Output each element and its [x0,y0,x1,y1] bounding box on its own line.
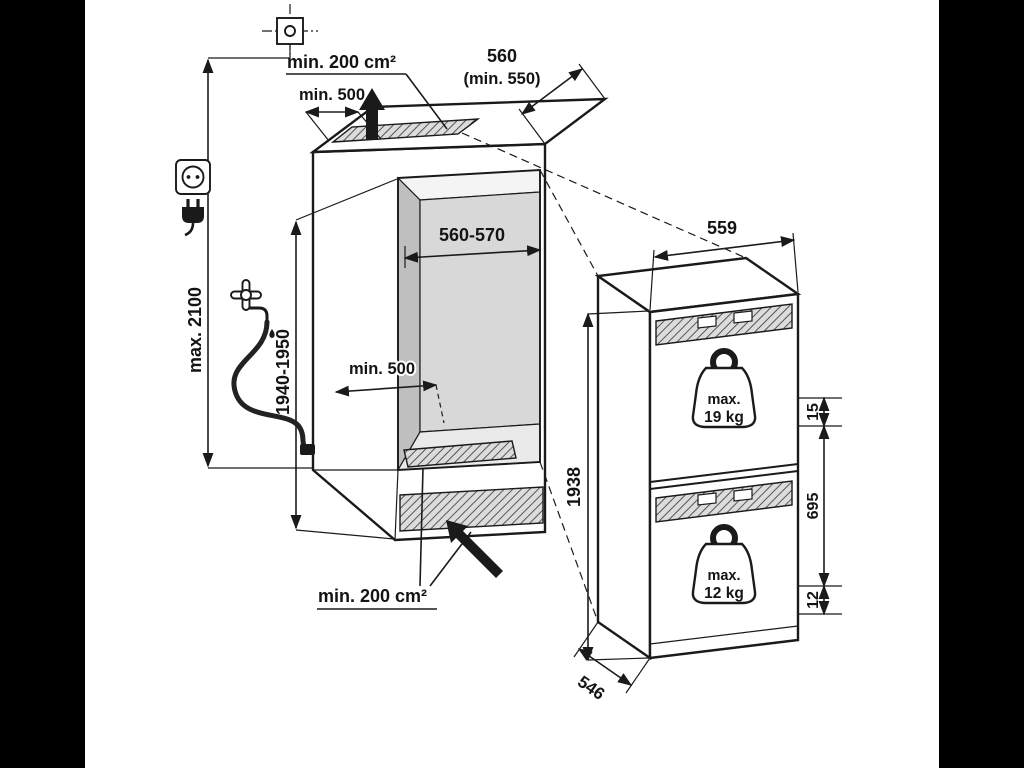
appliance-width-label: 559 [707,218,737,238]
dimension-top-clearance: min. 500 [299,86,382,142]
weight-icon-lower: max. 12 kg [691,524,757,605]
bottom-offset-label: 12 [805,591,822,609]
letterbox-right [939,0,1024,768]
dimension-appliance-height: 1938 [562,310,650,662]
bottom-vent-grille-floor [403,440,517,468]
appliance-left-side [596,273,652,661]
niche-depth-min: (min. 550) [463,70,540,88]
plinth-line [649,625,799,645]
weight-icon-upper: max. 19 kg [691,348,757,429]
interior-depth-label: min. 500 [349,360,415,378]
top-vent-label: min. 200 cm² [287,52,396,72]
mounting-bracket [697,315,717,329]
dimension-niche-depth: 560 (min. 550) [463,46,606,145]
top-offset-label: 15 [805,403,822,421]
hose-connector [300,444,315,455]
top-clearance-label: min. 500 [299,86,365,104]
water-connection [230,279,315,455]
door-panel-length-label: 695 [805,493,822,520]
ceiling-reference [262,4,318,58]
appliance-front-face [648,292,800,660]
mounting-bracket [733,488,753,502]
dimension-interior-depth: min. 500 [334,358,445,424]
mounting-bracket [697,492,717,506]
niche-height-label: 1940-1950 [273,329,293,415]
dimension-door-panel-chain: 15 695 12 [799,396,842,616]
power-connection [175,159,211,237]
lower-door-mounting-strip [655,480,793,523]
water-hose [231,319,308,451]
mounting-bracket [733,310,753,324]
overall-height-label: max. 2100 [185,287,205,373]
upper-weight-value: 19 kg [704,409,744,426]
niche-cabinet [309,97,609,542]
power-plug-icon [182,199,204,237]
bottom-vent-annotation: min. 200 cm² [317,467,503,610]
water-tap-icon [230,279,269,322]
top-vent-annotation: min. 200 cm² [286,52,448,140]
dimension-interior-width: 560-570 [403,225,542,268]
airflow-up-arrow [359,88,385,140]
niche-depth-value: 560 [487,46,517,66]
appliance-height-label: 1938 [564,467,584,507]
dimension-niche-height: 1940-1950 [273,178,398,540]
projection-lines [461,132,747,623]
appliance: max. 19 kg max. 12 kg [594,256,802,661]
bottom-vent-label: min. 200 cm² [318,586,427,606]
letterbox-left [0,0,85,768]
upper-door-mounting-strip [655,303,793,346]
lower-weight-value: 12 kg [704,585,744,602]
niche-left-wall [397,176,421,473]
lower-weight-prefix: max. [707,568,740,584]
interior-width-label: 560-570 [439,225,505,245]
bottom-vent-grille-front [399,486,544,532]
door-gap [649,463,799,490]
upper-weight-prefix: max. [707,392,740,408]
water-drop-icon [269,329,275,338]
dimension-appliance-width: 559 [649,218,799,311]
airflow-in-arrow [446,520,503,578]
